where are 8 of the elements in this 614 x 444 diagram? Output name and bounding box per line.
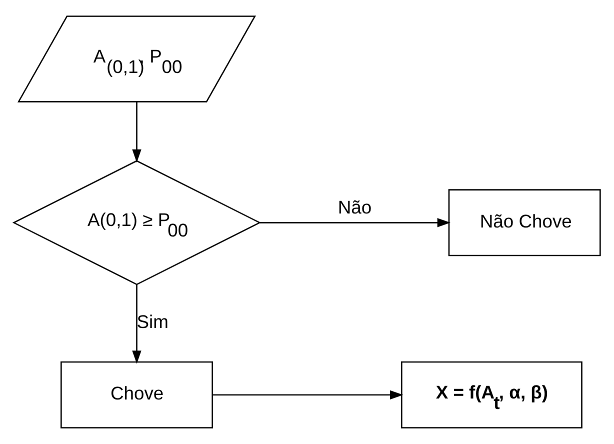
node-box: Não Chove [448, 189, 601, 256]
edge-label: Não [338, 196, 372, 218]
arrow [212, 390, 404, 400]
arrow [132, 102, 142, 163]
edge-label: Sim [136, 311, 168, 332]
node-box: Chove [60, 361, 213, 428]
arrow [132, 284, 142, 364]
arrow [260, 218, 450, 228]
